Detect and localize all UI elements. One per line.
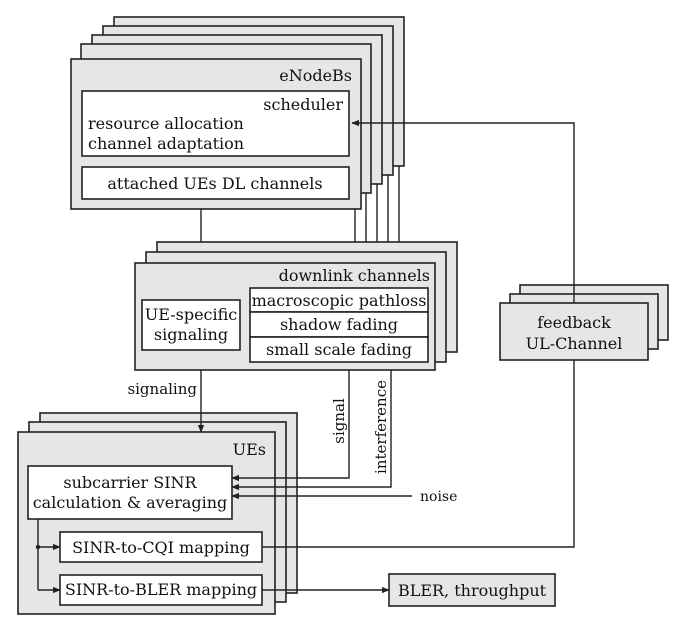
bler-throughput-box	[388, 573, 556, 607]
feedback-stack: feedback UL-Channel	[499, 284, 669, 361]
enodebs-stack: eNodeBs scheduler resource allocation ch…	[70, 16, 405, 210]
sinr-to-cqi-box	[59, 531, 263, 563]
shadow-fading-box	[249, 311, 429, 338]
sinr-to-bler-label: SINR-to-BLER mapping	[65, 580, 257, 599]
downlink-title: downlink channels	[279, 266, 430, 285]
sinr-to-cqi-label: SINR-to-CQI mapping	[72, 538, 250, 557]
feedback-to-scheduler-arrow	[351, 119, 575, 303]
feedback-box	[499, 302, 649, 361]
bler-throughput-output: BLER, throughput	[388, 573, 556, 607]
signal-label: signal	[330, 398, 348, 444]
small-scale-fading-label: small scale fading	[266, 340, 412, 359]
resource-allocation-label: resource allocation	[88, 114, 244, 133]
macroscopic-pathloss-box	[249, 287, 429, 313]
downlink-stack: downlink channels UE-specific signaling …	[134, 241, 458, 371]
macroscopic-pathloss-label: macroscopic pathloss	[252, 291, 427, 310]
interference-label: interference	[372, 380, 390, 474]
channel-adaptation-label: channel adaptation	[88, 134, 244, 153]
sinr-calculation-line1: subcarrier SINR	[63, 473, 197, 492]
attached-ues-box	[81, 166, 350, 200]
sinr-calculation-box	[27, 465, 233, 520]
scheduler-label: scheduler	[263, 95, 343, 114]
interference-arrow	[231, 370, 392, 491]
bler-throughput-label: BLER, throughput	[398, 581, 547, 600]
signal-arrow	[231, 370, 350, 482]
feedback-line1: feedback	[537, 313, 611, 332]
sinr-calculation-line2: calculation & averaging	[33, 493, 228, 512]
scheduler-box	[81, 90, 350, 157]
ues-stack: UEs subcarrier SINR calculation & averag…	[17, 412, 298, 615]
ue-specific-signaling-box	[141, 299, 241, 351]
noise-label: noise	[420, 489, 457, 505]
enodeb-to-downlink-lines	[200, 166, 400, 242]
enodebs-title: eNodeBs	[279, 66, 352, 85]
sinr-to-bler-box	[59, 574, 263, 606]
cqi-to-feedback-line	[262, 360, 575, 548]
sinr-to-mapping-arrows	[35, 519, 61, 594]
ue-specific-line1: UE-specific	[145, 305, 238, 324]
shadow-fading-label: shadow fading	[280, 315, 398, 334]
attached-ues-label: attached UEs DL channels	[107, 174, 322, 193]
small-scale-fading-box	[249, 336, 429, 363]
signaling-label: signaling	[127, 380, 197, 398]
ues-title: UEs	[233, 440, 266, 459]
feedback-line2: UL-Channel	[526, 334, 623, 353]
ue-specific-line2: signaling	[154, 325, 228, 344]
